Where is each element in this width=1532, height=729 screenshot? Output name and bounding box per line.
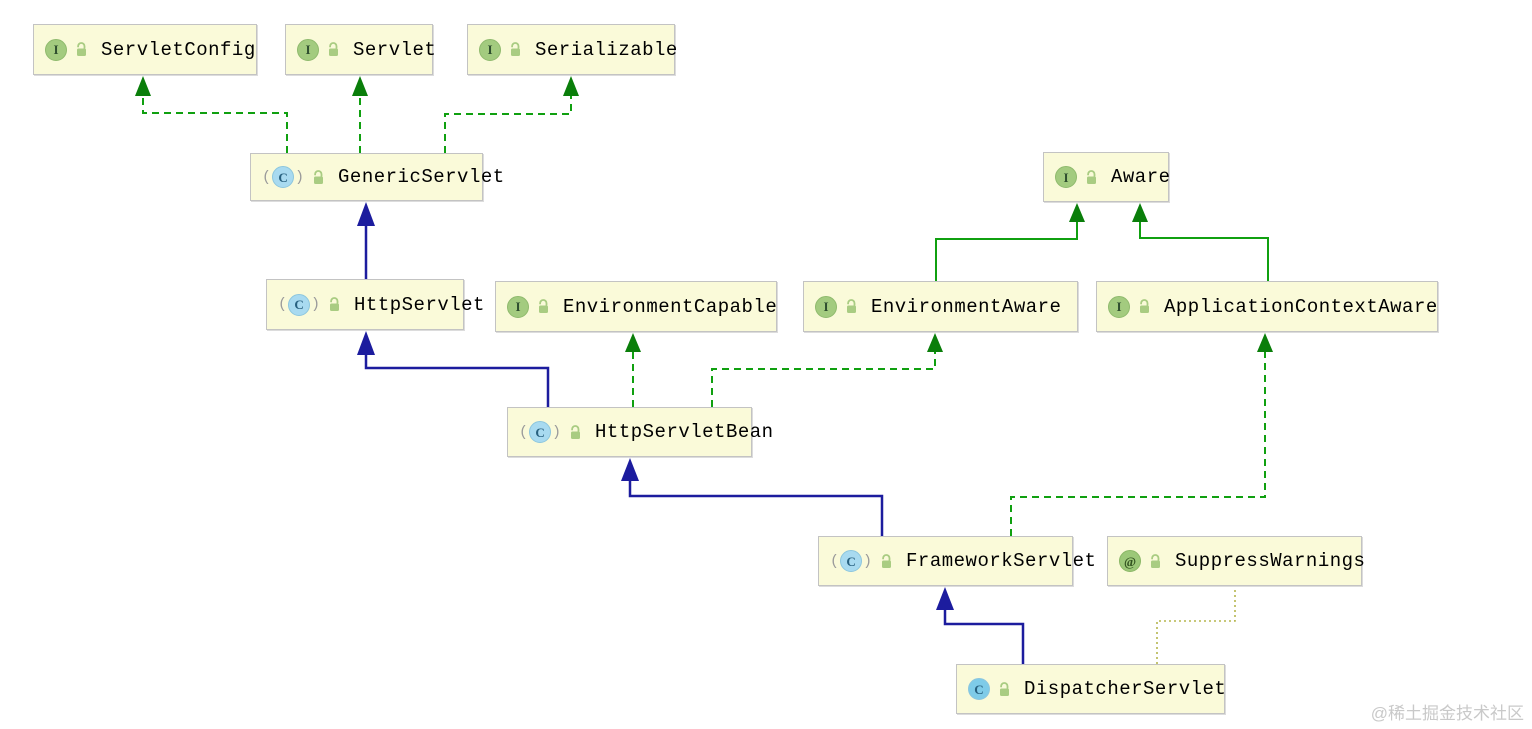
public-lock-icon — [511, 42, 520, 56]
class-name-label: ApplicationContextAware — [1164, 295, 1438, 318]
arrowhead-httpservlet — [357, 331, 375, 355]
public-lock-icon — [1087, 169, 1096, 184]
annotation-icon: @ — [1119, 550, 1141, 572]
class-icon: C — [968, 678, 990, 700]
interface-icon: I — [45, 38, 67, 61]
interface-icon: I — [507, 295, 529, 318]
arrowhead-environmentcapable — [625, 333, 641, 352]
class-node-aware[interactable]: I Aware — [1043, 152, 1171, 202]
edge-httpservletbean-extends-httpservlet — [364, 355, 550, 407]
class-name-label: SuppressWarnings — [1175, 550, 1366, 572]
arrowhead-serializable — [563, 76, 579, 96]
class-name-label: Serializable — [535, 38, 678, 61]
arrowhead-servletconfig — [135, 76, 151, 96]
public-lock-icon — [847, 299, 856, 313]
class-node-httpservlet[interactable]: C HttpServlet — [266, 279, 484, 330]
edge-frameworkservlet-implements-applicationcontextaware — [1010, 352, 1266, 536]
class-node-environmentaware[interactable]: I EnvironmentAware — [803, 281, 1078, 332]
public-lock-icon — [77, 42, 86, 56]
class-name-label: EnvironmentCapable — [563, 295, 778, 318]
class-node-dispatcherservlet[interactable]: C DispatcherServlet — [956, 664, 1227, 714]
arrowhead-aware-left — [1069, 203, 1085, 222]
public-lock-icon — [1140, 299, 1149, 313]
edge-frameworkservlet-extends-httpservletbean — [628, 481, 884, 536]
interface-icon: I — [1055, 166, 1077, 188]
class-name-label: ServletConfig — [101, 38, 256, 61]
arrowhead-applicationcontextaware — [1257, 333, 1273, 352]
interface-icon: I — [815, 295, 837, 318]
arrowhead-frameworkservlet — [936, 587, 954, 610]
edge-dispatcherservlet-annotation-suppresswarnings — [1156, 587, 1236, 664]
edge-genericservlet-implements-serializable — [444, 96, 572, 153]
class-name-label: EnvironmentAware — [871, 295, 1062, 318]
public-lock-icon — [314, 169, 324, 184]
class-name-label: DispatcherServlet — [1024, 678, 1227, 700]
public-lock-icon — [329, 42, 338, 56]
class-node-genericservlet[interactable]: C GenericServlet — [250, 153, 504, 201]
class-name-label: HttpServlet — [354, 293, 485, 316]
edge-genericservlet-implements-servletconfig — [142, 96, 288, 153]
watermark: @稀土掘金技术社区 — [1370, 704, 1524, 723]
edge-httpservletbean-implements-environmentaware — [711, 352, 936, 407]
interface-icon: I — [1108, 295, 1130, 318]
public-lock-icon — [1000, 681, 1009, 696]
abstract-class-icon: C — [278, 293, 320, 316]
edge-environmentaware-extends-aware — [935, 222, 1078, 281]
class-name-label: Servlet — [353, 38, 437, 61]
class-node-frameworkservlet[interactable]: C FrameworkServlet — [818, 536, 1096, 586]
public-lock-icon — [1151, 553, 1160, 568]
class-node-serializable[interactable]: I Serializable — [467, 24, 678, 75]
class-name-label: HttpServletBean — [595, 421, 774, 443]
class-node-servlet[interactable]: I Servlet — [285, 24, 437, 75]
interface-icon: I — [297, 38, 319, 61]
class-node-suppresswarnings[interactable]: @ SuppressWarnings — [1107, 536, 1366, 586]
class-node-environmentcapable[interactable]: I EnvironmentCapable — [495, 281, 777, 332]
arrowhead-aware-right — [1132, 203, 1148, 222]
abstract-class-icon: C — [519, 421, 561, 443]
abstract-class-icon: C — [262, 166, 304, 188]
class-name-label: FrameworkServlet — [906, 550, 1097, 572]
public-lock-icon — [882, 553, 892, 568]
public-lock-icon — [539, 299, 548, 313]
class-name-label: Aware — [1111, 166, 1171, 188]
class-name-label: GenericServlet — [338, 166, 505, 188]
arrowhead-servlet — [352, 76, 368, 96]
class-node-applicationcontextaware[interactable]: I ApplicationContextAware — [1096, 281, 1438, 332]
public-lock-icon — [571, 424, 581, 439]
edge-dispatcherservlet-extends-frameworkservlet — [943, 610, 1025, 664]
arrowhead-httpservletbean — [621, 458, 639, 481]
arrowhead-environmentaware — [927, 333, 943, 352]
interface-icon: I — [479, 38, 501, 61]
arrowhead-genericservlet — [357, 202, 375, 226]
class-node-httpservletbean[interactable]: C HttpServletBean — [507, 407, 773, 457]
public-lock-icon — [330, 297, 340, 311]
abstract-class-icon: C — [830, 550, 872, 572]
class-node-servletconfig[interactable]: I ServletConfig — [33, 24, 257, 75]
edge-applicationcontextaware-extends-aware — [1139, 222, 1269, 281]
